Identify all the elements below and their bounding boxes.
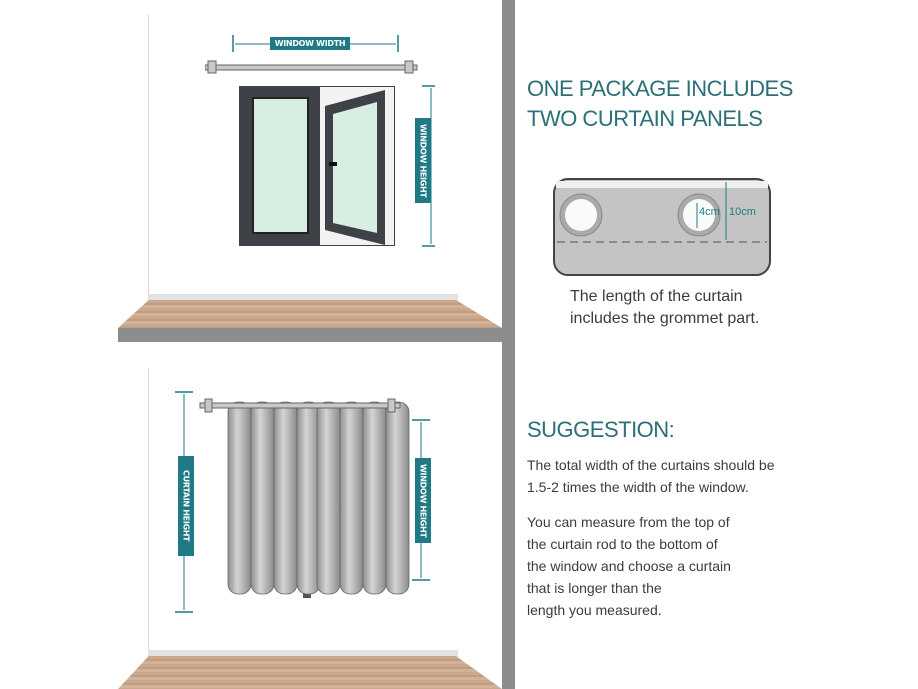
curtain-fold	[339, 401, 364, 595]
curtain-fold	[250, 401, 275, 595]
curtain-fold	[362, 401, 387, 595]
window-illustration	[205, 35, 435, 247]
curtain-fold	[316, 401, 341, 595]
curtain-illustration	[175, 391, 430, 613]
window-height-label-bottom: WINDOW HEIGHT	[415, 458, 431, 543]
curtain-fold	[385, 401, 410, 595]
curtain-fold	[296, 401, 321, 595]
package-heading-line2: TWO CURTAIN PANELS	[527, 106, 763, 131]
grommet-caption: The length of the curtain includes the g…	[570, 286, 759, 330]
panel-divider-horizontal	[118, 328, 502, 342]
window-height-label: WINDOW HEIGHT	[415, 118, 431, 203]
grommet-caption-line2: includes the grommet part.	[570, 310, 760, 327]
curtain-height-label: CURTAIN HEIGHT	[178, 456, 194, 556]
suggestion-text-line: The total width of the curtains should b…	[527, 457, 775, 473]
wood-floor	[118, 300, 502, 328]
grommet-outer-size: 10cm	[729, 206, 756, 218]
package-heading: ONE PACKAGE INCLUDES TWO CURTAIN PANELS	[527, 74, 793, 134]
grommet-diagram	[553, 178, 771, 276]
window-width-label: WINDOW WIDTH	[270, 37, 350, 50]
grommet-caption-line1: The length of the curtain	[570, 288, 743, 305]
curtain-fold	[273, 401, 298, 595]
suggestion-text-line: length you measured.	[527, 602, 662, 618]
package-heading-line1: ONE PACKAGE INCLUDES	[527, 76, 793, 101]
wall-corner	[148, 14, 149, 296]
suggestion-text-line: You can measure from the top of	[527, 514, 730, 530]
suggestion-paragraph-2: You can measure from the top of the curt…	[527, 511, 731, 621]
suggestion-heading: SUGGESTION:	[527, 417, 675, 442]
suggestion-paragraph-1: The total width of the curtains should b…	[527, 454, 774, 498]
suggestion-text-line: 1.5-2 times the width of the window.	[527, 479, 749, 495]
suggestion-text-line: the curtain rod to the bottom of	[527, 536, 718, 552]
grommet-inner-size: 4cm	[699, 206, 720, 218]
suggestion-text-line: that is longer than the	[527, 580, 662, 596]
suggestion-text-line: the window and choose a curtain	[527, 558, 731, 574]
wood-floor	[118, 656, 502, 689]
curtain-fold	[227, 401, 252, 595]
panel-divider-vertical	[502, 0, 515, 689]
wall-corner	[148, 368, 149, 656]
